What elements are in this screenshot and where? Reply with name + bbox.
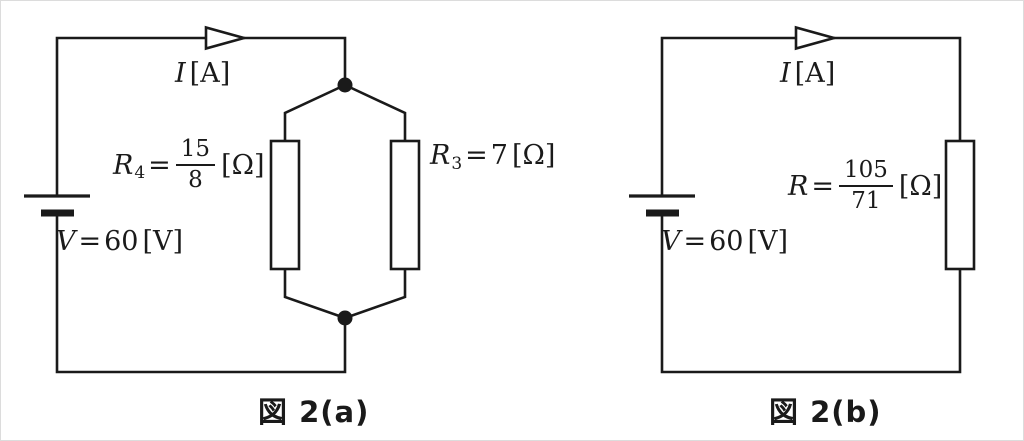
current-label-b: I [A] [780,58,835,89]
resistor-value: 7 [490,140,508,171]
fraction-numerator: 105 [838,158,893,187]
wire-branch-left-top-a [283,83,346,141]
caption-figure-2b: 図 2(b) [769,395,882,429]
wire-branch-left-bottom-a [283,269,346,320]
current-unit: [A] [189,58,231,89]
resistor-body-r [944,139,976,271]
battery-symbol-a [24,194,90,217]
equals-sign: = [683,226,707,257]
current-unit: [A] [794,58,836,89]
resistor-body-r4 [269,139,301,271]
resistor-name: R [788,170,809,202]
voltage-value: 60 [104,226,139,257]
resistor-name: R [430,140,451,171]
resistor-unit: [Ω] [511,140,556,171]
wire-left-top-a [55,36,347,196]
resistor-unit: [Ω] [898,170,943,202]
battery-symbol-b [629,194,695,217]
resistor-name: R [113,149,134,181]
junction-dot-bottom-a [337,310,353,326]
current-variable: I [175,58,186,89]
voltage-label-b: V = 60 [V] [661,226,788,257]
fraction: 105 71 [838,158,893,214]
voltage-unit: [V] [747,226,789,257]
equals-sign: = [811,170,834,202]
current-arrow-icon [794,25,839,51]
voltage-variable: V [56,226,76,257]
fraction: 15 8 [175,137,216,193]
circuit-a-wiring [55,36,407,374]
equals-sign: = [78,226,102,257]
current-arrow-icon [204,25,249,51]
voltage-value: 60 [709,226,744,257]
wire-bottom-a [55,216,347,374]
resistor-subscript: 3 [451,153,463,174]
wire-bottom-b [660,216,962,374]
junction-dot-top-a [337,77,353,93]
equals-sign: = [465,140,488,171]
wire-branch-right-top-a [344,83,407,141]
voltage-unit: [V] [142,226,184,257]
fraction-numerator: 15 [175,137,216,166]
resistor-subscript: 4 [134,163,146,183]
caption-figure-2a: 図 2(a) [258,395,370,429]
voltage-variable: V [661,226,681,257]
equals-sign: = [148,149,171,181]
fraction-denominator: 8 [188,167,203,193]
current-variable: I [780,58,791,89]
resistor-r-label: R = 105 71 [Ω] [788,153,942,219]
wire-branch-right-bottom-a [344,269,407,320]
resistor-unit: [Ω] [221,149,265,181]
current-label-a: I [A] [175,58,230,89]
resistor-body-r3 [389,139,421,271]
voltage-label-a: V = 60 [V] [56,226,183,257]
fraction-denominator: 71 [851,188,881,214]
